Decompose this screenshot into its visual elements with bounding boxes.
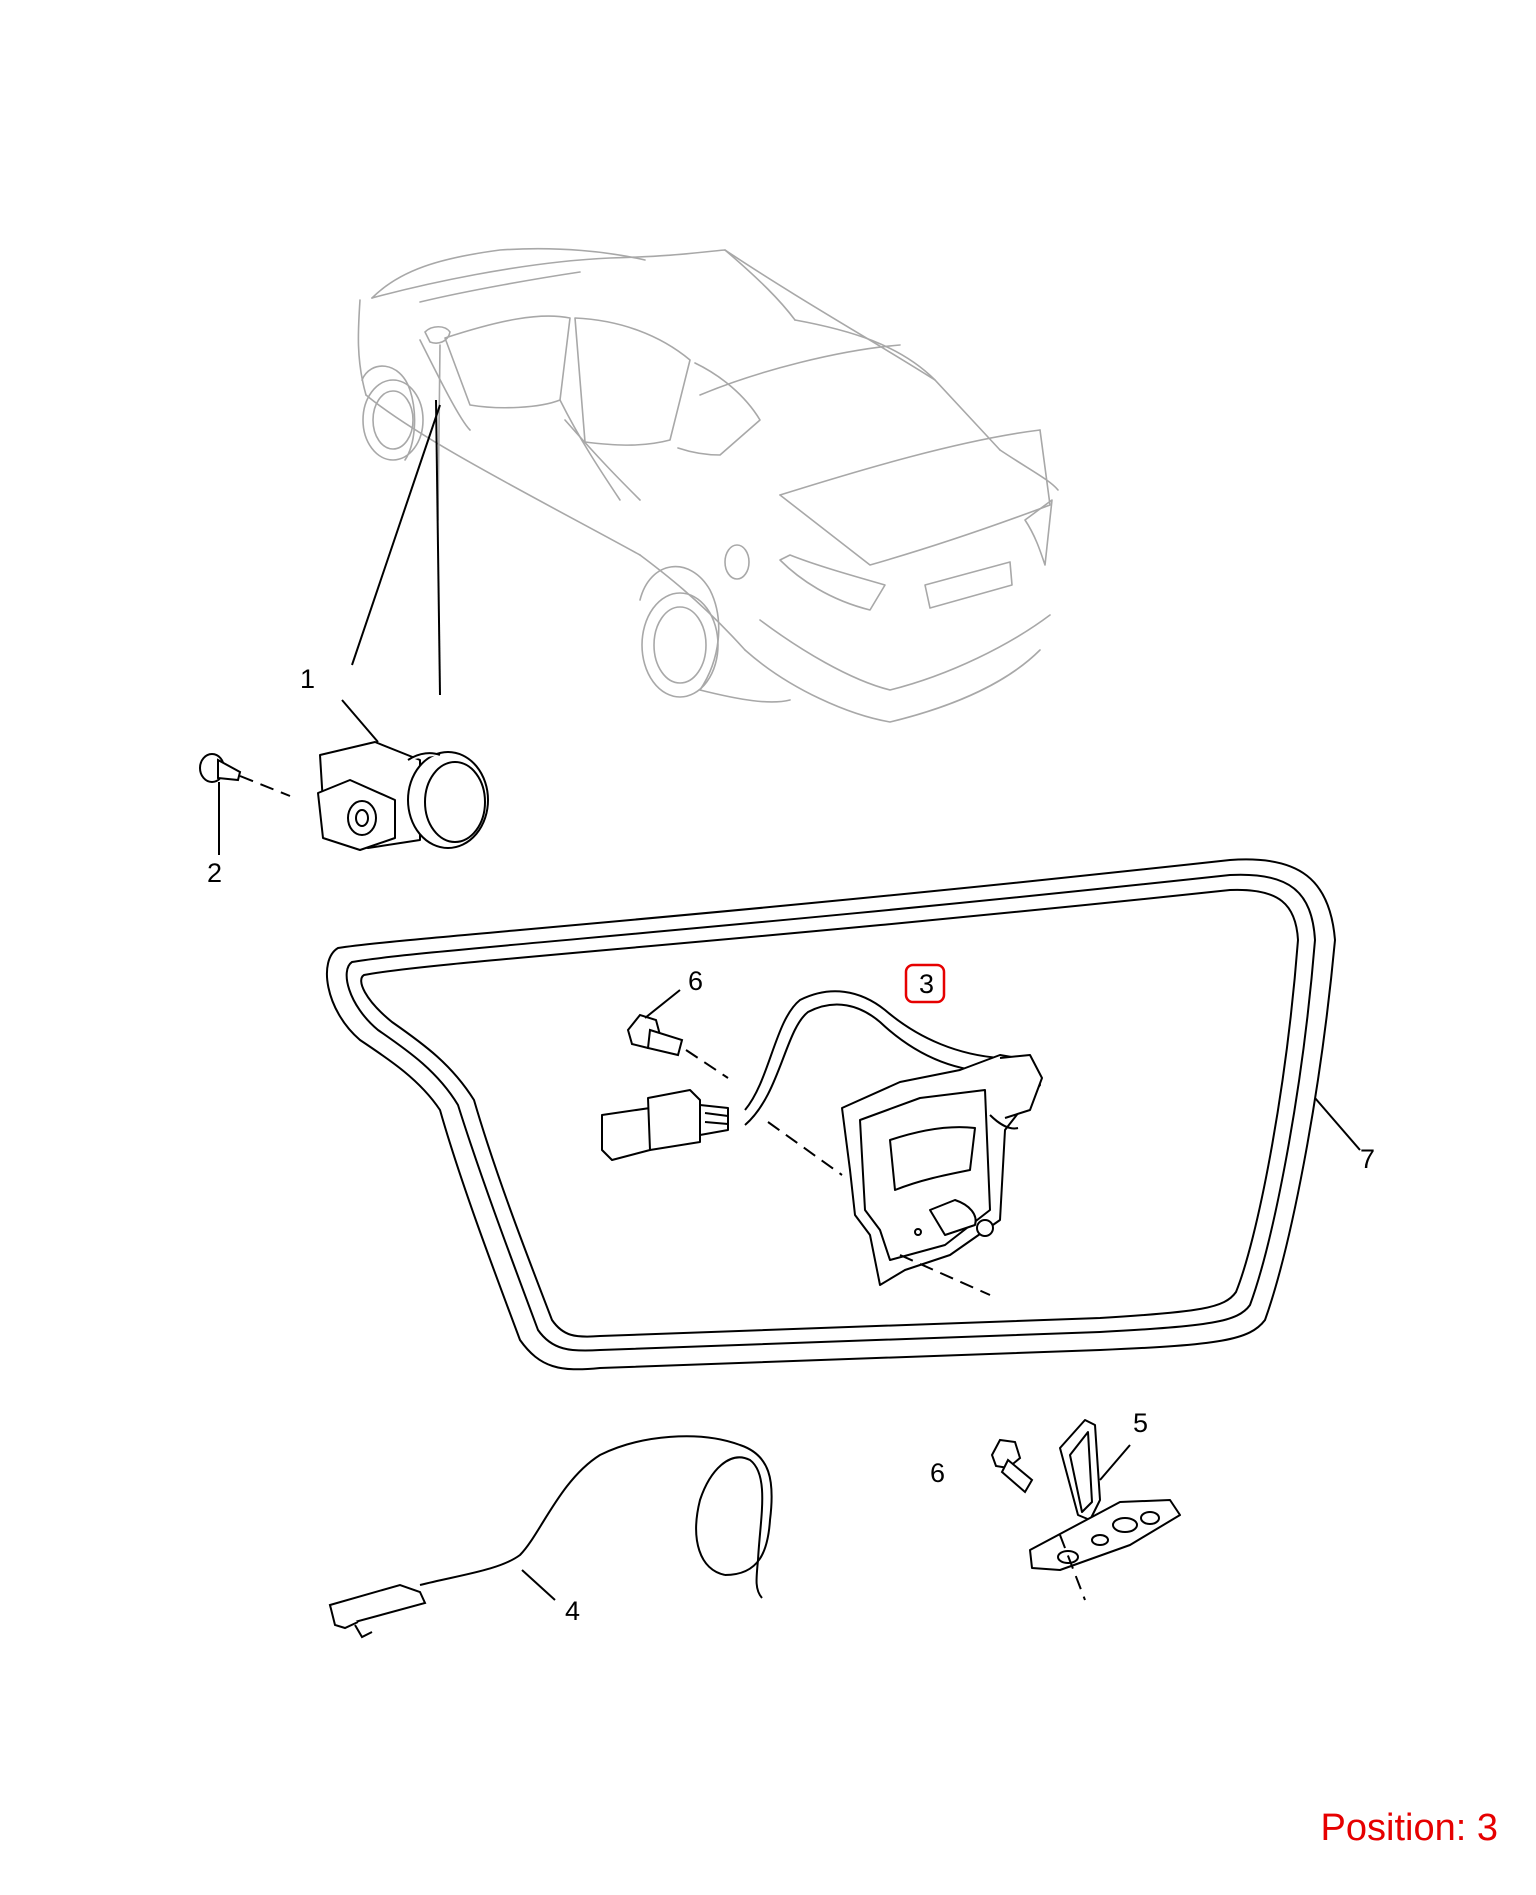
car-outline xyxy=(357,247,1059,723)
callout-1[interactable]: 1 xyxy=(300,664,315,694)
callout-7[interactable]: 7 xyxy=(1360,1144,1375,1174)
leader-lines-part-1 xyxy=(341,399,441,743)
callout-labels: 1 2 3 4 5 6 6 7 xyxy=(207,664,1375,1626)
callout-3[interactable]: 3 xyxy=(919,969,934,999)
part-5-striker xyxy=(1029,1419,1181,1601)
part-6-bolt-top xyxy=(626,989,729,1079)
part-4-release-cable xyxy=(328,1435,773,1639)
callout-4[interactable]: 4 xyxy=(565,1596,580,1626)
callout-3-highlight xyxy=(904,963,946,1004)
part-1-trunk-release-switch xyxy=(317,741,489,851)
position-label: Position: 3 xyxy=(1320,1807,1498,1849)
part-7-trunk-seal xyxy=(325,858,1361,1371)
callout-6-top[interactable]: 6 xyxy=(688,966,703,996)
callout-6-bottom[interactable]: 6 xyxy=(930,1458,945,1488)
callout-2[interactable]: 2 xyxy=(207,858,222,888)
part-2-screw xyxy=(199,753,291,855)
callout-5[interactable]: 5 xyxy=(1133,1408,1148,1438)
part-6-bolt-bottom xyxy=(990,1438,1034,1494)
part-3-trunk-latch xyxy=(601,990,1043,1296)
